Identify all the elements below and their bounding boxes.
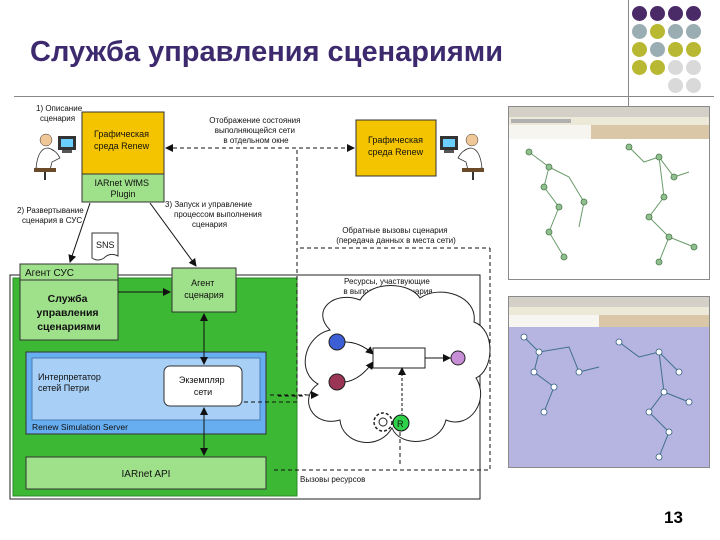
arrow-plugin-to-service [68,202,91,263]
renew-right-label: Графическая среда Renew [368,135,426,157]
decor-dot [686,78,701,93]
decor-dot [632,60,647,75]
arrow-plugin-to-agent [149,202,197,267]
decor-dot [668,78,683,93]
plugin-box [81,173,165,203]
sns-label: SNS [96,240,115,250]
decor-dot [632,6,647,21]
decor-dot [668,24,683,39]
state-display-label: Отображение состояния выполняющейся сети… [209,116,302,145]
place-violet [450,350,466,366]
resource-calls-label: Вызовы ресурсов [300,475,365,484]
decor-dot [650,24,665,39]
service-label: Служба управления сценариями [37,293,102,333]
user-right-icon [440,133,484,180]
decor-dot [650,6,665,21]
renew-left-box [81,111,165,175]
renew-screenshot-top [508,106,710,280]
place-blue [328,333,346,351]
decor-dot [686,6,701,21]
api-label: IARnet API [122,469,171,480]
decor-dot [686,60,701,75]
resource-r-node [392,414,410,432]
page-number: 13 [664,508,683,527]
renew-right-box [355,119,437,177]
decor-dot [668,60,683,75]
slide-title: Служба управления сценариями [30,36,504,68]
arrow-callbacks-loop [272,248,491,471]
decor-dot [668,42,683,57]
step2-label: 2) Развертывание сценария в СУС [17,206,86,225]
service-box [19,279,119,341]
step1-label: 1) Описание сценария [36,104,84,123]
server-label: Renew Simulation Server [32,422,128,432]
arc-maroon-transition [344,361,374,383]
decor-dot [632,24,647,39]
gear-icon [373,412,393,432]
renew-screenshot-top-image [509,107,709,266]
instance-box [163,365,243,407]
decor-dot [650,42,665,57]
decor-horizontal-line [14,96,714,97]
transition-box [372,347,426,369]
renew-left-label: Графическая среда Renew [94,129,152,151]
decor-dot [650,60,665,75]
sns-document [91,232,119,261]
agent-scenario-box [171,267,237,313]
instance-label: Экземпляр сети [179,375,227,397]
plugin-label: IARnet WfMS Plugin [94,178,151,199]
api-box [25,456,267,490]
step3-label: 3) Запуск и управление процессом выполне… [165,200,264,229]
decor-dot [668,6,683,21]
resource-r-label: R [397,419,404,429]
agent-scenario-label: Агент сценария [184,278,224,300]
user-left-icon [34,133,76,180]
place-maroon [328,373,346,391]
renew-screenshot-bottom-image [509,297,709,461]
decor-dot [632,42,647,57]
interpreter-label: Интерпретатор сетей Петри [38,372,103,393]
decor-vertical-line [628,0,629,112]
arc-blue-transition [344,341,374,355]
agent-sus-label: Агент СУС [25,268,74,279]
decor-dot [686,42,701,57]
callbacks-label: Обратные вызовы сценария (передача данны… [336,226,456,245]
renew-screenshot-bottom [508,296,710,468]
decor-dot [686,24,701,39]
